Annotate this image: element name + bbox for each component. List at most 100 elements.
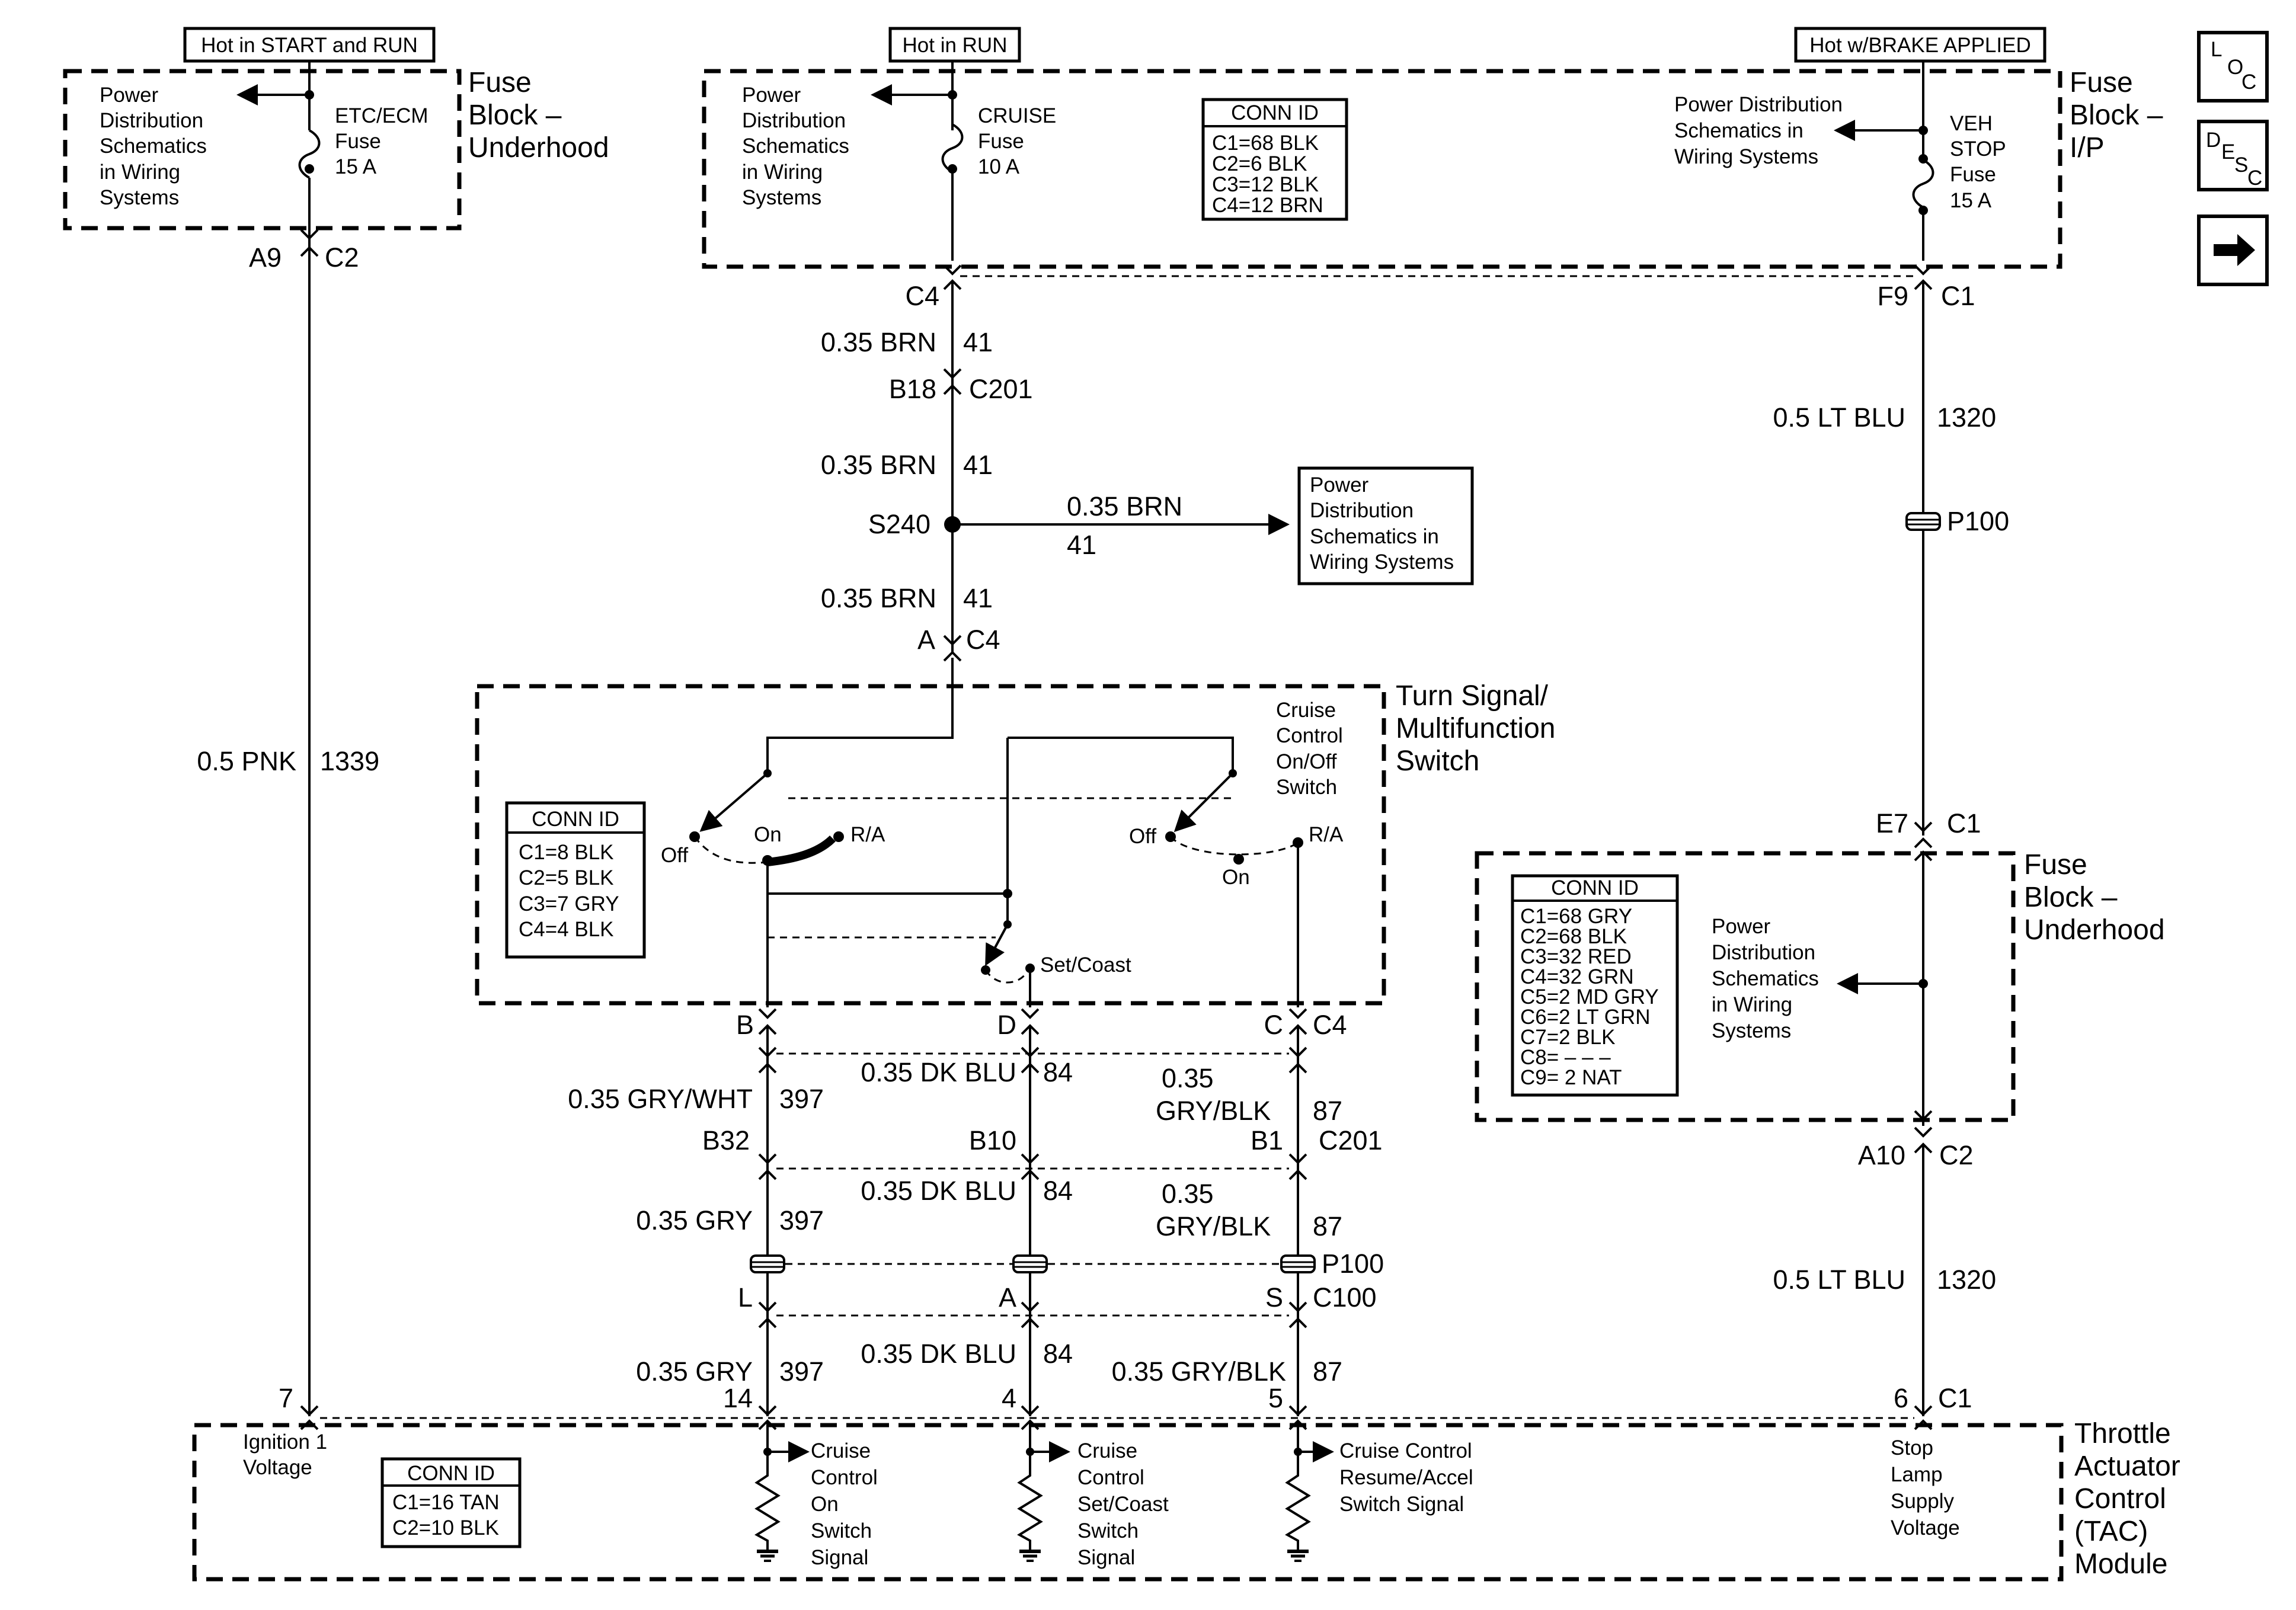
feed-brake-applied: Hot w/BRAKE APPLIED [1794,27,2046,63]
svg-text:C3=32 RED: C3=32 RED [1520,945,1632,968]
svg-text:C201: C201 [1319,1125,1383,1156]
ground-icon [1287,1541,1309,1561]
svg-text:0.35 BRN: 0.35 BRN [821,450,936,480]
svg-text:Set/Coast: Set/Coast [1040,953,1131,977]
svg-text:Control: Control [811,1466,878,1489]
svg-text:Voltage: Voltage [1891,1516,1960,1539]
feed-start-run: Hot in START and RUN [183,27,436,63]
svg-text:1339: 1339 [320,746,379,776]
veh-stop-fuse-icon [1912,159,1934,209]
svg-text:Cruise: Cruise [811,1439,871,1462]
svg-text:(TAC): (TAC) [2074,1516,2148,1547]
svg-text:7: 7 [279,1383,293,1413]
svg-text:Fuse: Fuse [2024,849,2087,881]
svg-text:C4: C4 [905,281,939,311]
svg-text:B1: B1 [1251,1125,1283,1156]
feed-run: Hot in RUN [888,27,1021,63]
svg-text:Systems: Systems [1712,1019,1791,1042]
svg-text:397: 397 [779,1205,824,1235]
svg-text:C7=2 BLK: C7=2 BLK [1520,1026,1616,1049]
ground-icon [1019,1541,1041,1561]
multifunction-switch [475,684,1386,1006]
svg-text:On/Off: On/Off [1276,750,1337,773]
svg-text:Schematics: Schematics [1712,967,1819,990]
fuse-block-underhood-left-title: Fuse Block – Underhood [468,67,609,164]
pd-note-s240: Power Distribution Schematics in Wiring … [1297,466,1474,585]
svg-text:ETC/ECM: ETC/ECM [335,104,428,127]
description-button[interactable]: D E S C [2197,120,2269,191]
fuse-block-ip [702,69,2062,269]
svg-text:Schematics in: Schematics in [1310,525,1439,548]
svg-text:P100: P100 [1322,1249,1384,1279]
svg-text:41: 41 [963,450,993,480]
svg-text:Systems: Systems [100,186,179,209]
svg-text:Power: Power [1310,473,1369,497]
svg-text:Hot in RUN: Hot in RUN [903,34,1008,57]
svg-text:P100: P100 [1947,506,2009,536]
svg-text:Fuse: Fuse [2070,67,2133,98]
location-button[interactable]: L O C [2197,31,2269,103]
svg-text:O: O [2227,56,2243,79]
svg-text:C9= 2 NAT: C9= 2 NAT [1520,1066,1622,1089]
svg-text:GRY/BLK: GRY/BLK [1156,1211,1271,1241]
etc-ecm-fuse-label: ETC/ECM Fuse 15 A [335,104,428,178]
svg-text:0.35 GRY/BLK: 0.35 GRY/BLK [1112,1356,1286,1387]
svg-text:0.35: 0.35 [1162,1063,1214,1093]
svg-text:A10: A10 [1858,1140,1905,1170]
set-signal-label: Cruise Control Set/Coast Switch Signal [1077,1439,1169,1569]
svg-text:C1: C1 [1938,1383,1972,1413]
stop-lamp-label: Stop Lamp Supply Voltage [1891,1436,1960,1539]
svg-text:0.35 GRY: 0.35 GRY [636,1356,753,1387]
svg-text:0.35 BRN: 0.35 BRN [821,583,936,613]
svg-text:0.5 LT BLU: 0.5 LT BLU [1773,1265,1905,1295]
svg-text:Set/Coast: Set/Coast [1077,1493,1169,1516]
on-signal-label: Cruise Control On Switch Signal [811,1439,878,1569]
pd-note-underhood-right: Power Distribution Schematics in Wiring … [1712,915,1819,1042]
svg-text:Wiring Systems: Wiring Systems [1310,550,1454,574]
svg-text:A9: A9 [249,242,282,273]
svg-text:Fuse: Fuse [1950,163,1996,186]
svg-text:Power: Power [742,84,801,107]
svg-text:Switch Signal: Switch Signal [1339,1493,1464,1516]
svg-text:VEH: VEH [1950,112,1993,135]
svg-text:0.5 LT BLU: 0.5 LT BLU [1773,402,1905,433]
cruise-switch-label: Cruise Control On/Off Switch [1276,699,1343,799]
svg-text:0.35 DK BLU: 0.35 DK BLU [861,1176,1016,1206]
svg-text:Turn Signal/: Turn Signal/ [1396,680,1549,712]
svg-text:Resume/Accel: Resume/Accel [1339,1466,1473,1489]
svg-text:C2=68 BLK: C2=68 BLK [1520,925,1627,948]
svg-text:C3=7 GRY: C3=7 GRY [519,892,619,916]
svg-text:Off: Off [661,844,688,867]
svg-text:84: 84 [1043,1176,1073,1206]
svg-text:Distribution: Distribution [1310,499,1414,522]
svg-text:1320: 1320 [1937,1265,1996,1295]
svg-text:Signal: Signal [1077,1546,1135,1569]
svg-text:0.5 PNK: 0.5 PNK [197,746,296,776]
svg-text:Ignition 1: Ignition 1 [243,1430,327,1454]
svg-text:397: 397 [779,1084,824,1114]
svg-text:CRUISE: CRUISE [978,104,1056,127]
pd-note-left: Power Distribution Schematics in Wiring … [100,84,207,209]
svg-text:14: 14 [723,1383,753,1413]
svg-text:Cruise: Cruise [1276,699,1336,722]
svg-text:C: C [2241,71,2256,94]
svg-text:B: B [736,1010,754,1040]
svg-text:Supply: Supply [1891,1490,1955,1513]
svg-text:Signal: Signal [811,1546,868,1569]
svg-text:B32: B32 [702,1125,750,1156]
next-button[interactable] [2197,215,2269,286]
svg-text:C2=5 BLK: C2=5 BLK [519,866,614,889]
svg-text:41: 41 [963,583,993,613]
svg-text:0.35 GRY: 0.35 GRY [636,1205,753,1235]
splice-p100-right [1905,512,1941,531]
svg-text:C1: C1 [1941,281,1975,311]
svg-text:C8= – – –: C8= – – – [1520,1046,1611,1069]
svg-text:5: 5 [1268,1383,1283,1413]
svg-text:Cruise Control: Cruise Control [1339,1439,1472,1462]
svg-text:Hot in START and RUN: Hot in START and RUN [201,34,418,57]
svg-text:41: 41 [963,327,993,357]
svg-text:I/P: I/P [2070,132,2105,164]
svg-text:A: A [999,1282,1016,1313]
svg-text:41: 41 [1067,530,1096,560]
svg-text:R/A: R/A [850,823,885,846]
